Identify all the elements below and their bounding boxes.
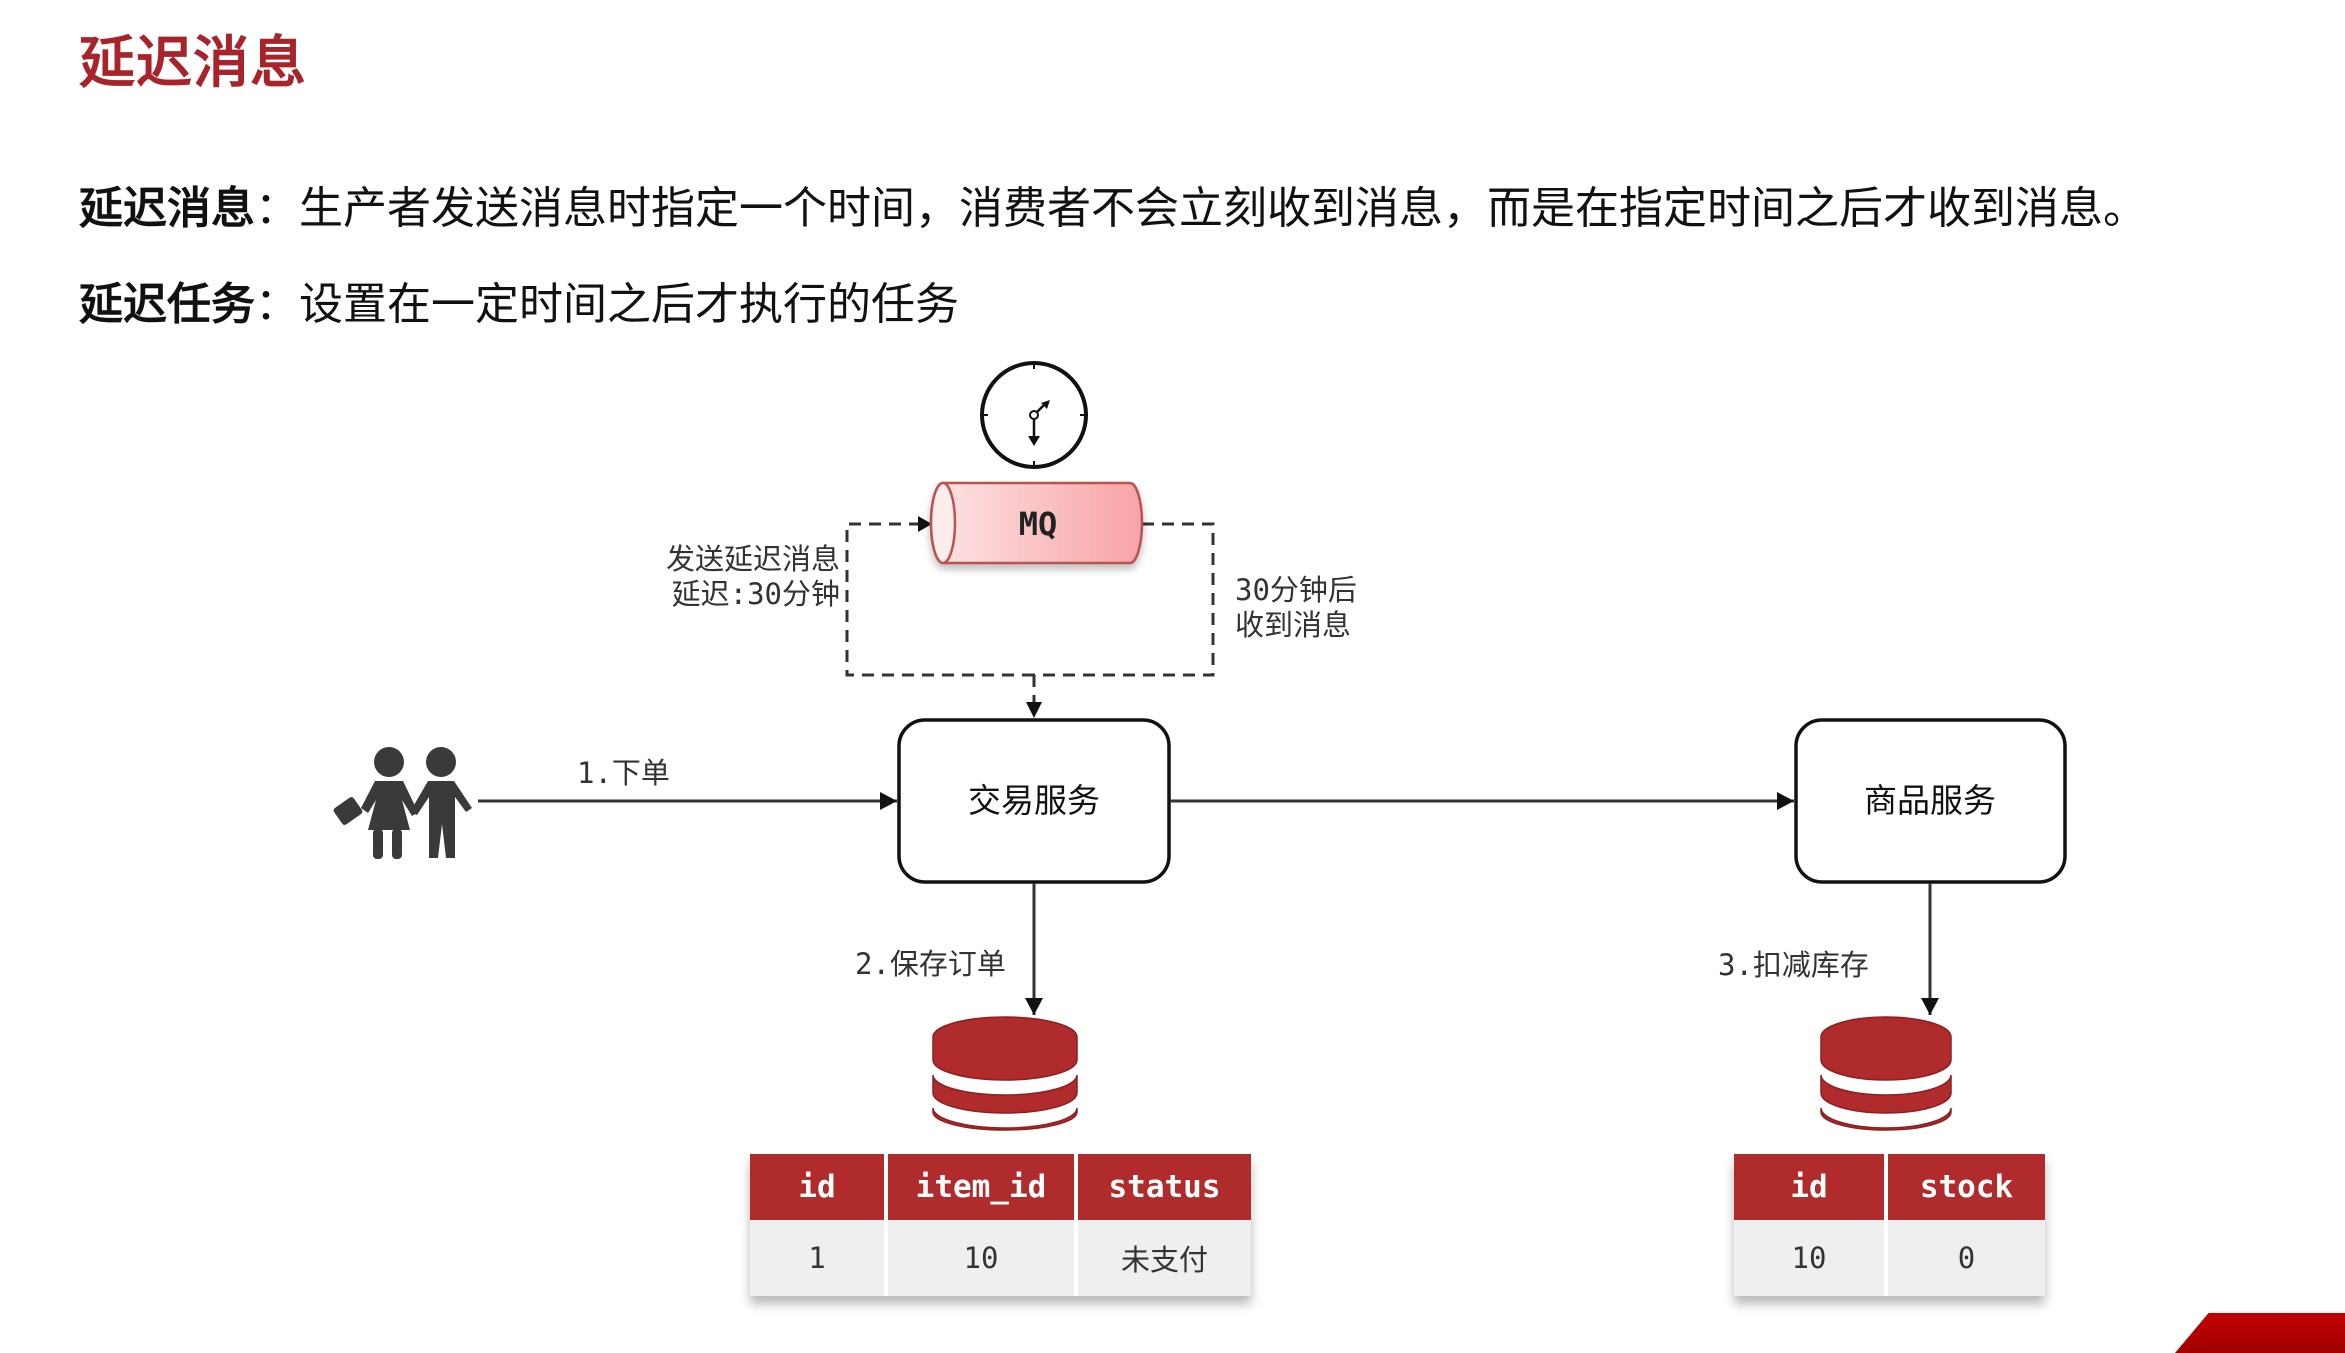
step2-label: 2.保存订单 [855,947,1006,981]
definition-separator: ： [255,183,299,234]
database-icon [932,1016,1078,1131]
table-row: 1 10 未支付 [750,1220,1251,1296]
item-service-box[interactable] [1794,718,2067,884]
table-cell: 0 [1886,1220,2045,1296]
delay-message-diagram: MQ 发送延迟消息 延迟:30分钟 30分钟后 收到消息 1.下单 交易服务 商… [333,361,2067,1131]
table-cell: 10 [1734,1220,1888,1296]
column-header: id [750,1154,888,1220]
send-delay-label-line1: 发送延迟消息 [666,542,840,576]
table-cell: 10 [886,1220,1078,1296]
column-header: id [1734,1154,1888,1220]
table-header-row: id item_id status [750,1154,1251,1220]
page-title: 延迟消息 [79,31,307,96]
column-header: stock [1886,1154,2045,1220]
table-cell: 1 [750,1220,888,1296]
stock-table: id stock 10 0 [1734,1154,2045,1296]
definition-delay-task: 延迟任务：设置在一定时间之后才执行的任务 [79,277,959,333]
step3-label: 3.扣减库存 [1718,948,1869,982]
people-icon [333,747,472,859]
column-header: status [1076,1154,1251,1220]
database-icon [1820,1016,1952,1131]
step1-label: 1.下单 [577,756,670,790]
arrow-into-trade-service-icon [1026,702,1042,718]
definition-separator: ： [255,279,299,330]
column-header: item_id [886,1154,1078,1220]
table-row: 10 0 [1734,1220,2045,1296]
trade-service-label: 交易服务 [968,781,1100,820]
trade-service-box[interactable] [897,718,1171,884]
clock-icon [980,361,1088,469]
send-delay-label-line2: 延迟:30分钟 [672,577,840,611]
definition-delay-message: 延迟消息：生产者发送消息时指定一个时间，消费者不会立刻收到消息，而是在指定时间之… [79,181,2147,237]
receive-label-line1: 30分钟后 [1235,573,1357,607]
definition-text: 设置在一定时间之后才执行的任务 [299,279,959,330]
item-service-label: 商品服务 [1864,781,1996,820]
mq-label: MQ [1019,505,1058,543]
definition-term: 延迟消息 [79,183,255,234]
arrow-into-mq-icon [918,516,932,532]
definition-term: 延迟任务 [79,279,255,330]
receive-label-line2: 收到消息 [1235,608,1351,642]
order-table: id item_id status 1 10 未支付 [750,1154,1251,1296]
table-header-row: id stock [1734,1154,2045,1220]
mq-queue[interactable] [929,481,1144,565]
table-cell: 未支付 [1076,1220,1251,1296]
definition-text: 生产者发送消息时指定一个时间，消费者不会立刻收到消息，而是在指定时间之后才收到消… [299,183,2147,234]
